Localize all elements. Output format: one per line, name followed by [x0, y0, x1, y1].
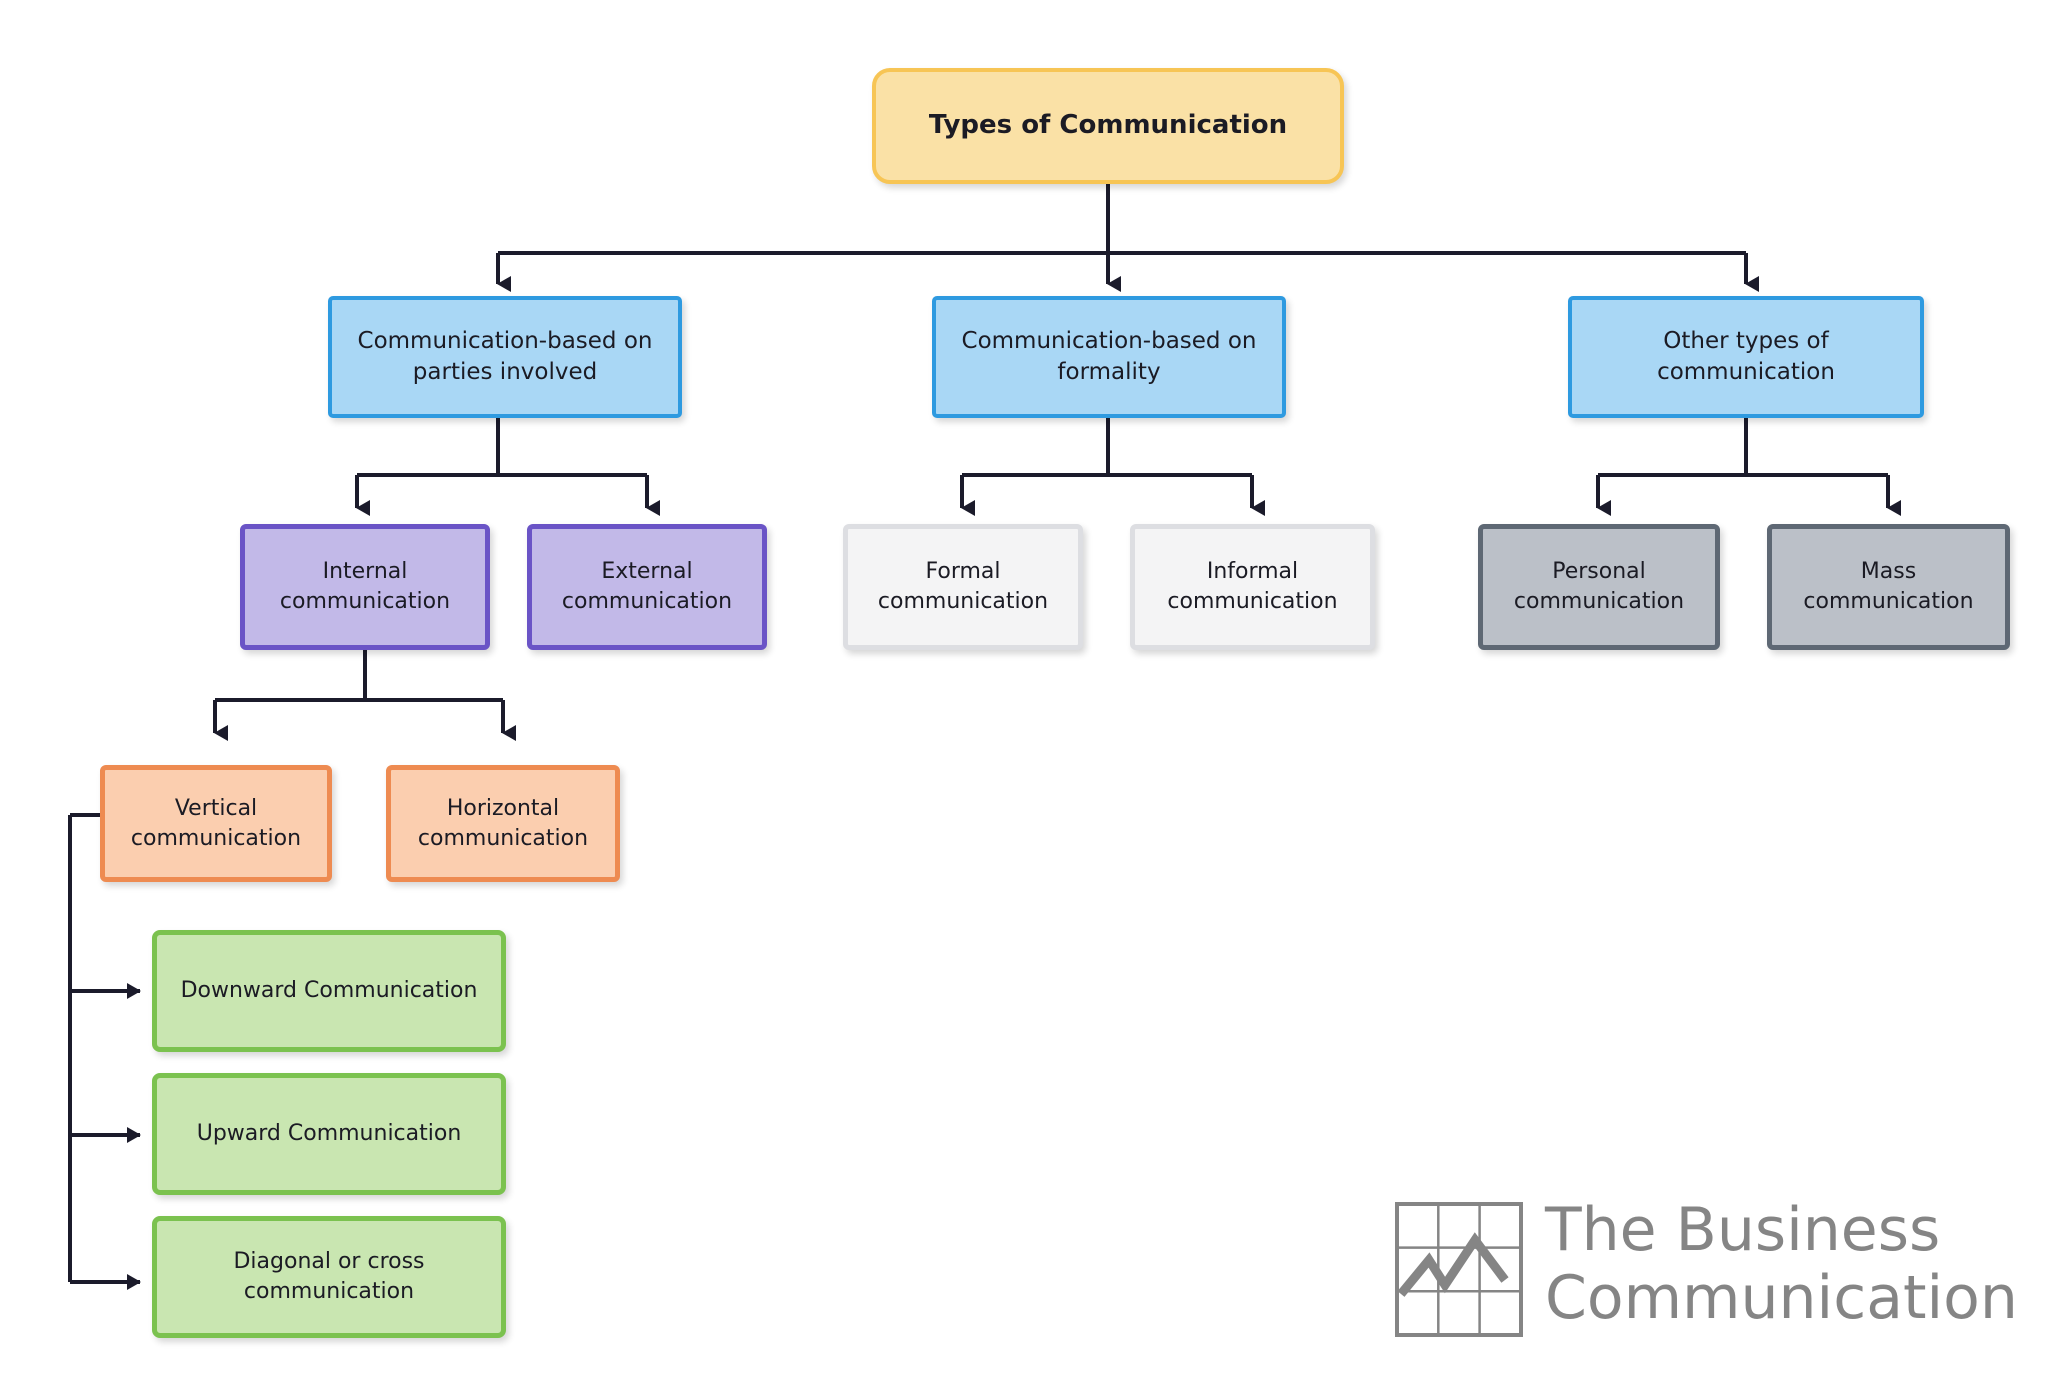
brand-logo: The Business Communication	[1395, 1200, 2035, 1350]
node-label: Formal communication	[877, 559, 1049, 614]
node-label: Mass communication	[1803, 559, 1974, 614]
node-label: Types of Communication	[928, 110, 1288, 141]
node-label: Upward Communication	[196, 1121, 462, 1147]
node-diagonal-or-cross-communication[interactable]: Diagonal or cross communication	[152, 1216, 506, 1338]
node-label: External communication	[561, 559, 733, 614]
logo-wordmark: The Business Communication	[1545, 1200, 2018, 1328]
node-vertical-communication[interactable]: Vertical communication	[100, 765, 332, 882]
node-personal-communication[interactable]: Personal communication	[1478, 524, 1720, 650]
node-label: Communication-based on parties involved	[357, 327, 653, 385]
node-informal-communication[interactable]: Informal communication	[1130, 524, 1375, 650]
logo-line-2: Communication	[1545, 1263, 2018, 1333]
node-downward-communication[interactable]: Downward Communication	[152, 930, 506, 1052]
node-label: Internal communication	[279, 559, 451, 614]
node-mass-communication[interactable]: Mass communication	[1767, 524, 2010, 650]
node-communication-based-on-parties-involved[interactable]: Communication-based on parties involved	[328, 296, 682, 418]
node-external-communication[interactable]: External communication	[527, 524, 767, 650]
chart-grid-icon	[1395, 1202, 1523, 1337]
node-label: Other types of communication	[1657, 327, 1835, 385]
node-label: Communication-based on formality	[961, 327, 1257, 385]
node-label: Vertical communication	[130, 795, 302, 851]
node-upward-communication[interactable]: Upward Communication	[152, 1073, 506, 1195]
node-horizontal-communication[interactable]: Horizontal communication	[386, 765, 620, 882]
node-internal-communication[interactable]: Internal communication	[240, 524, 490, 650]
node-label: Informal communication	[1167, 559, 1338, 614]
node-label: Diagonal or cross communication	[233, 1249, 425, 1304]
logo-line-1: The Business	[1545, 1195, 1941, 1265]
node-formal-communication[interactable]: Formal communication	[843, 524, 1083, 650]
node-other-types-of-communication[interactable]: Other types of communication	[1568, 296, 1924, 418]
node-communication-based-on-formality[interactable]: Communication-based on formality	[932, 296, 1286, 418]
node-label: Downward Communication	[180, 978, 478, 1004]
node-label: Personal communication	[1513, 559, 1685, 614]
node-label: Horizontal communication	[417, 795, 589, 851]
node-root-types-of-communication[interactable]: Types of Communication	[872, 68, 1344, 184]
